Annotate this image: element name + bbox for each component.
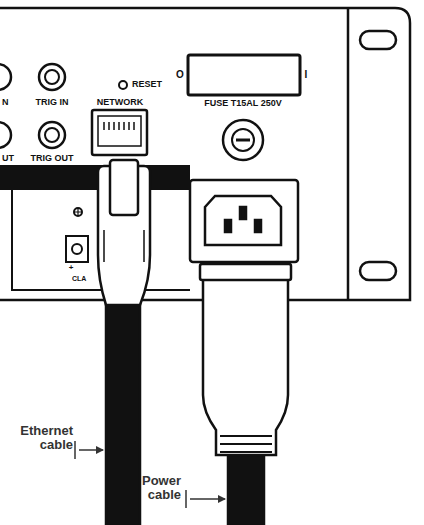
port-socket: [98, 116, 141, 146]
connector-label: TRIG OUT: [31, 154, 74, 164]
switch-mark: O: [176, 69, 184, 80]
ground-symbol: [74, 208, 82, 216]
rack-ear-edge: [347, 8, 350, 300]
inlet-pin: [240, 207, 246, 219]
leader-arrow: [190, 498, 225, 500]
plug-collar: [200, 264, 291, 280]
fuse-holder: [223, 120, 263, 160]
polarity-mark: +: [69, 264, 74, 273]
terminal-screw: [72, 244, 82, 254]
plug-body: [203, 272, 288, 455]
ethernet-cable-body: [106, 300, 140, 525]
terminal-label: CLA: [72, 275, 86, 283]
plug-grip: [220, 436, 272, 452]
power-switch: [188, 55, 300, 95]
connector-label: N: [2, 98, 9, 108]
plug-detail: [104, 230, 144, 262]
panel-housing: [0, 8, 410, 300]
panel-band: [0, 165, 190, 190]
inlet-pin: [255, 220, 261, 232]
callout-label: Ethernet cable: [1, 424, 73, 453]
terminal-body: [66, 236, 88, 262]
callout-label: Power cable: [119, 474, 181, 503]
ground-symbol-cross: [74, 208, 82, 216]
rack-slot: [360, 262, 396, 280]
connector-label: UT: [2, 154, 14, 164]
jack-partial: [0, 122, 11, 148]
panel-outline: [0, 8, 410, 300]
switch-mark: I: [305, 69, 308, 80]
plug-latch: [110, 160, 138, 215]
network-port: [92, 110, 147, 155]
jack-partial: [0, 64, 11, 90]
trig-out-jack: [39, 122, 65, 148]
rack-slot: [360, 31, 396, 49]
button-label: RESET: [132, 80, 162, 90]
ethernet-plug: [98, 160, 150, 525]
leader-tick: [185, 490, 187, 508]
fuse-rating: FUSE T15AL 250V: [204, 99, 281, 109]
leader-tick: [74, 441, 76, 459]
jack-hole: [45, 70, 59, 84]
trig-in-jack: [39, 64, 65, 90]
power-inlet: [190, 180, 298, 262]
jack-hole: [45, 128, 59, 142]
inlet-socket: [205, 196, 281, 245]
inlet-pin: [225, 220, 231, 232]
fuse-cap: [232, 129, 254, 151]
terminal-block: [66, 208, 88, 262]
power-plug: [200, 264, 291, 525]
port-contacts: [104, 122, 134, 130]
power-cable-body: [228, 450, 264, 525]
connector-label: TRIG IN: [36, 98, 69, 108]
leader-lines: [75, 441, 225, 508]
reset-button: [119, 81, 127, 89]
leader-arrow: [79, 449, 103, 451]
fuse-slot: [236, 139, 250, 142]
connector-label: NETWORK: [97, 98, 144, 108]
